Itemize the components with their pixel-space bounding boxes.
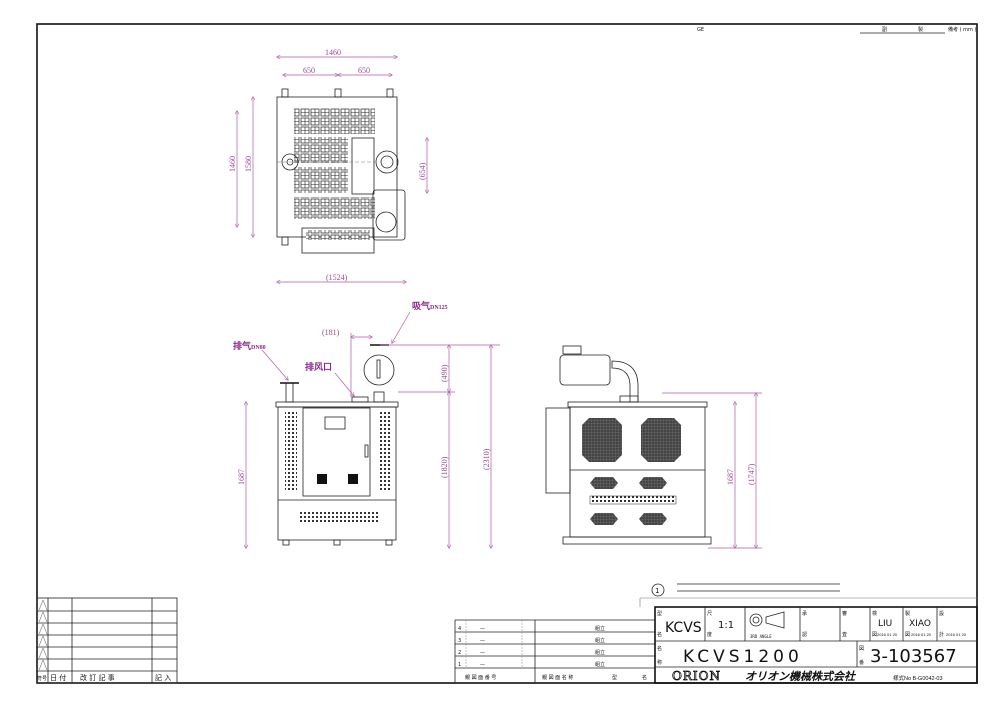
svg-text:2016 01 20: 2016 01 20 <box>911 632 932 637</box>
rev-header: 日 付 <box>50 673 66 682</box>
parts-header: 型 <box>612 674 617 681</box>
checker: LIU <box>878 619 892 629</box>
rev-header: 符号 <box>37 675 47 682</box>
dim-side-total: (1747) <box>747 463 756 485</box>
dim-width: 1460 <box>325 48 341 57</box>
company-logo: ORION <box>672 669 721 683</box>
parts-row: 2 — 組立 <box>458 649 605 656</box>
svg-text:認: 認 <box>802 631 807 638</box>
revision-marker: 1 <box>639 583 977 607</box>
svg-text:—: — <box>480 650 485 656</box>
svg-text:組立: 組立 <box>595 649 605 656</box>
rev-header: 記 入 <box>155 673 171 682</box>
svg-text:図: 図 <box>872 632 877 638</box>
rev-header: 改 訂 記 事 <box>80 673 115 682</box>
svg-text:2: 2 <box>458 650 461 656</box>
label-vent: 排风口 <box>305 361 332 373</box>
parts-row: 1 — 組立 <box>458 661 605 668</box>
parts-header: 親 図 面 番 号 <box>465 674 496 681</box>
sheet-border <box>36 23 978 684</box>
svg-text:4: 4 <box>458 626 461 632</box>
dim-blower: (654) <box>418 162 427 180</box>
svg-text:3RD ANGLE: 3RD ANGLE <box>750 634 772 639</box>
parts-header: 名 <box>642 674 647 681</box>
svg-text:3: 3 <box>458 638 461 644</box>
dim-half-left: 650 <box>303 66 315 75</box>
svg-text:2016 01 20: 2016 01 20 <box>946 632 967 637</box>
svg-text:名: 名 <box>657 631 662 638</box>
dim-offset: (181) <box>322 328 340 337</box>
parts-row: 4 — 組立 <box>458 625 605 632</box>
revision-number: 1 <box>655 587 659 595</box>
svg-text:度: 度 <box>707 631 712 638</box>
strip-col: 備考 ( mm ) <box>948 26 976 33</box>
drawing-number: 3-103567 <box>870 646 957 667</box>
dim-depth-total: 1580 <box>244 156 253 172</box>
dim-side-height: 1687 <box>726 469 735 485</box>
svg-text:査: 査 <box>842 631 847 638</box>
svg-text:検: 検 <box>872 610 877 617</box>
svg-text:組立: 組立 <box>595 661 605 668</box>
drafter: XIAO <box>909 619 931 629</box>
strip-col: 副 <box>882 26 887 33</box>
product-name: KCVS1200 <box>683 647 803 667</box>
svg-text:—: — <box>480 638 485 644</box>
svg-text:2016 01 20: 2016 01 20 <box>877 632 898 637</box>
svg-text:審: 審 <box>842 610 847 617</box>
revision-table: 符号 日 付 改 訂 記 事 記 入 <box>36 597 178 684</box>
svg-text:組立: 組立 <box>595 637 605 644</box>
model: KCVS <box>665 620 702 636</box>
dim-height: 1687 <box>237 469 246 485</box>
side-view: 1687 (1747) <box>545 345 762 548</box>
dim-total-height: (2310) <box>482 448 491 470</box>
svg-text:—: — <box>480 662 485 668</box>
dim-overall: (1524) <box>326 273 348 282</box>
svg-text:図: 図 <box>905 632 910 638</box>
dim-half-right: 650 <box>358 66 370 75</box>
dim-inlet-height: (490) <box>440 364 449 382</box>
scale: 1:1 <box>718 620 734 631</box>
svg-text:組立: 組立 <box>595 625 605 632</box>
form-number: 様式No B-G0042-03 <box>893 674 943 682</box>
strip-col: 製 <box>918 26 923 33</box>
svg-text:承: 承 <box>802 610 807 617</box>
svg-text:設: 設 <box>939 610 944 617</box>
dim-depth: 1460 <box>228 156 237 172</box>
label-exhaust: 排气DN80 <box>233 340 266 352</box>
svg-text:1: 1 <box>458 662 461 668</box>
company-name: オリオン機械株式会社 <box>745 670 857 683</box>
svg-text:称: 称 <box>657 659 662 666</box>
third-angle-projection-icon: 3RD ANGLE <box>749 611 785 639</box>
svg-text:計: 計 <box>939 631 944 638</box>
parts-header: 親 図 面 名 称 <box>542 674 573 681</box>
svg-text:—: — <box>480 626 485 632</box>
label-intake: 吸气DN125 <box>412 300 448 312</box>
parts-row: 3 — 組立 <box>458 637 605 644</box>
top-strip: GE 副 製 備考 ( mm ) <box>697 26 976 34</box>
svg-text:製: 製 <box>905 610 910 617</box>
svg-text:図: 図 <box>859 646 864 652</box>
title-block: 型名 KCVS 尺度 1:1 3RD ANGLE 承認 審査 検図 LIU 20… <box>654 606 978 684</box>
svg-text:尺: 尺 <box>707 611 712 617</box>
parts-list: 4—組立 3—組立 2—組立 1—組立 親 図 面 番 号 親 図 面 名 称 … <box>454 619 655 683</box>
svg-text:番: 番 <box>859 659 864 666</box>
front-view: 1687 (1820) (2310) (490) (181) 排气DN80 排风… <box>233 300 500 548</box>
strip-mark: GE <box>697 27 704 33</box>
dim-body-height: (1820) <box>440 456 449 478</box>
svg-text:名: 名 <box>657 645 662 652</box>
top-view: 1460 650 650 1460 1580 (654) (1524) <box>228 48 427 282</box>
svg-text:型: 型 <box>657 610 662 617</box>
